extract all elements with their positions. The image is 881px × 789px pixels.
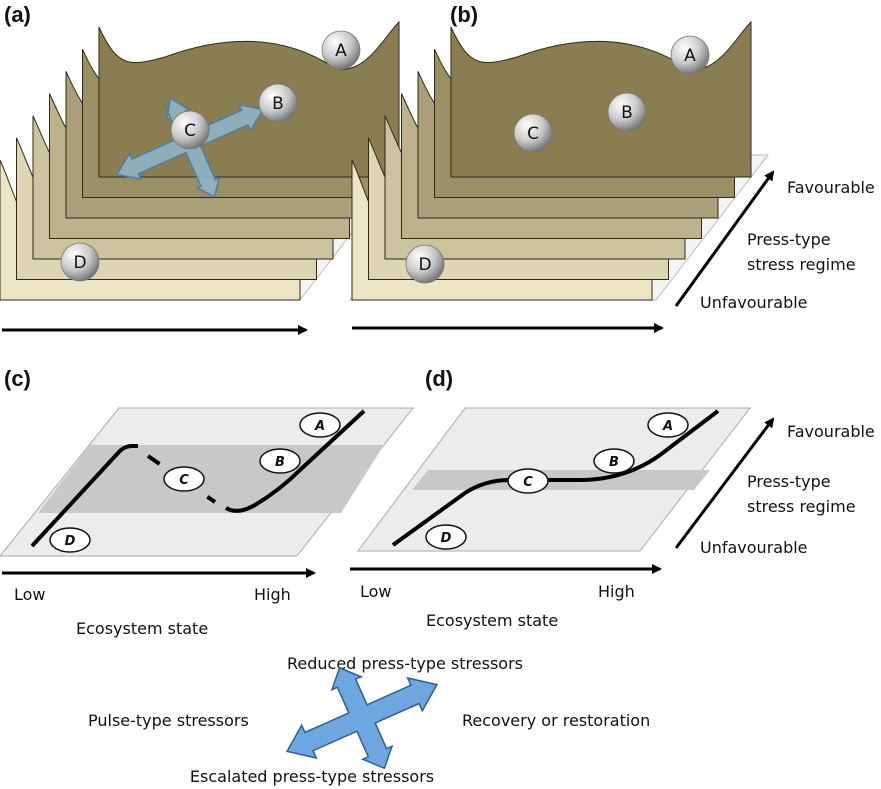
label-ecosystem-state-c: Ecosystem state <box>76 619 208 638</box>
oval-d-A: A <box>647 412 689 438</box>
legend-pulse-type: Pulse-type stressors <box>88 711 249 730</box>
panel-b: (b) A B C D Favourable Press-type stress… <box>348 2 875 333</box>
ball-a-A: A <box>321 30 361 70</box>
landscape-layers-b <box>351 20 752 301</box>
panel-label-a: (a) <box>4 2 31 27</box>
oval-c-A: A <box>299 412 341 438</box>
alternative-state-band-c <box>38 445 384 513</box>
svg-text:D: D <box>441 531 452 546</box>
label-stress-regime-top: stress regime <box>747 255 856 274</box>
label-ecosystem-state-d: Ecosystem state <box>426 611 558 630</box>
oval-d-C: C <box>507 468 549 494</box>
svg-text:B: B <box>272 94 284 114</box>
legend-escalated-press: Escalated press-type stressors <box>190 767 434 786</box>
stress-axis-arrow-bottom <box>674 417 775 549</box>
svg-text:C: C <box>179 473 189 488</box>
label-press-type-top: Press-type <box>747 230 831 249</box>
svg-text:A: A <box>314 419 325 434</box>
ball-a-D: D <box>60 242 100 282</box>
label-low-c: Low <box>14 585 46 604</box>
panel-a: (a) A B C D <box>0 2 414 335</box>
legend-cross-arrow-icon <box>285 666 439 770</box>
label-favourable-bottom: Favourable <box>787 422 875 441</box>
label-high-c: High <box>254 585 291 604</box>
svg-text:D: D <box>73 253 86 273</box>
ball-b-B: B <box>607 92 647 132</box>
label-favourable-top: Favourable <box>787 178 875 197</box>
lower-branch-curve-c <box>30 444 138 548</box>
stress-axis-arrow-top <box>674 170 775 307</box>
svg-text:D: D <box>418 255 431 275</box>
svg-text:A: A <box>662 419 673 434</box>
panel-c: (c) A B C D Low High Ecosystem state <box>0 366 415 638</box>
oval-d-D: D <box>425 524 467 550</box>
label-high-d: High <box>598 582 635 601</box>
svg-text:C: C <box>523 475 533 490</box>
ball-a-B: B <box>258 83 298 123</box>
ball-b-C: C <box>513 113 553 153</box>
legend-recovery-restoration: Recovery or restoration <box>462 711 650 730</box>
oval-c-D: D <box>49 527 91 553</box>
label-stress-regime-bottom: stress regime <box>747 497 856 516</box>
ball-b-A: A <box>670 35 710 75</box>
svg-text:B: B <box>609 455 619 470</box>
label-unfavourable-bottom: Unfavourable <box>700 538 808 557</box>
legend-reduced-press: Reduced press-type stressors <box>287 654 523 673</box>
panel-label-d: (d) <box>425 366 453 391</box>
panel-label-b: (b) <box>450 2 478 27</box>
svg-text:B: B <box>621 103 633 123</box>
svg-text:A: A <box>684 46 696 66</box>
oval-d-B: B <box>593 448 635 474</box>
label-press-type-bottom: Press-type <box>747 472 831 491</box>
svg-text:D: D <box>65 534 76 549</box>
legend: Reduced press-type stressors Pulse-type … <box>88 654 650 786</box>
svg-text:C: C <box>184 121 196 141</box>
oval-c-C: C <box>163 466 205 492</box>
ball-a-C: C <box>170 110 210 150</box>
ball-b-D: D <box>405 244 445 284</box>
panel-d: (d) A B C D Low High Ecosystem state Fav… <box>350 366 875 630</box>
state-curve-d <box>391 409 720 547</box>
label-unfavourable-top: Unfavourable <box>700 293 808 312</box>
svg-text:B: B <box>275 455 285 470</box>
svg-text:A: A <box>335 41 347 61</box>
oval-c-B: B <box>259 448 301 474</box>
svg-text:C: C <box>527 124 539 144</box>
upper-branch-curve-c <box>224 409 366 513</box>
panel-label-c: (c) <box>4 366 31 391</box>
label-low-d: Low <box>360 582 392 601</box>
